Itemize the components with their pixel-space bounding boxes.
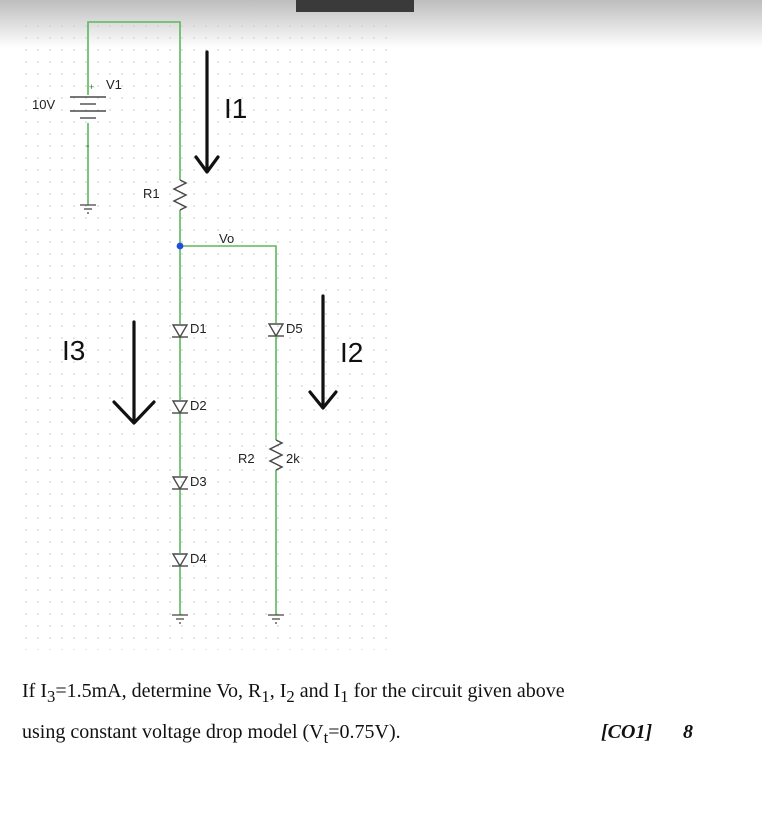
current-i1-arrow <box>194 50 220 174</box>
question-line-1: If I3=1.5mA, determine Vo, R1, I2 and I1… <box>22 680 565 707</box>
source-value-label: 10V <box>32 97 55 112</box>
diode-d2-symbol <box>171 400 189 415</box>
diode-d3-symbol <box>171 476 189 491</box>
diode-d4-symbol <box>171 553 189 568</box>
vo-node-dot <box>176 242 184 250</box>
r2-value-label: 2k <box>286 451 300 466</box>
top-toolbar-tab <box>296 0 414 12</box>
q1-sub-1a: 1 <box>261 687 270 706</box>
q2-text-a: using constant voltage drop model (V <box>22 721 324 743</box>
resistor-r1-symbol <box>172 179 188 211</box>
d1-label: D1 <box>190 321 207 336</box>
source-plus-sign: + <box>89 82 94 92</box>
wires <box>87 21 277 615</box>
schematic-grid <box>20 20 390 650</box>
source-name-label: V1 <box>106 77 122 92</box>
current-i2-arrow <box>308 294 338 410</box>
q1-sub-2: 2 <box>286 687 295 706</box>
q2-text-b: =0.75V). <box>328 721 401 743</box>
diode-d1-symbol <box>171 324 189 339</box>
circuit-schematic: 10V V1 + - R1 Vo D1 D2 D3 D4 D5 R2 2k I1… <box>20 20 390 650</box>
q1-text-a: If I <box>22 680 47 702</box>
q1-text-d: and I <box>294 680 341 702</box>
d3-label: D3 <box>190 474 207 489</box>
vo-node-label: Vo <box>219 231 234 246</box>
course-outcome-tag: [CO1] <box>601 721 653 743</box>
q1-text-e: for the circuit given above <box>348 680 565 702</box>
battery-v1-symbol <box>70 96 106 119</box>
r2-name-label: R2 <box>238 451 255 466</box>
q1-text-b: =1.5mA, determine Vo, R <box>55 680 262 702</box>
q1-sub-1b: 1 <box>340 687 349 706</box>
d5-label: D5 <box>286 321 303 336</box>
current-i1-label: I1 <box>224 93 247 124</box>
q1-sub-3: 3 <box>46 687 56 706</box>
q1-text-c: , I <box>269 680 287 702</box>
d4-label: D4 <box>190 551 207 566</box>
question-line-2: using constant voltage drop model (Vt=0.… <box>22 721 401 748</box>
r1-name-label: R1 <box>143 186 160 201</box>
current-i3-label: I3 <box>62 335 85 366</box>
current-i2-label: I2 <box>340 337 363 368</box>
resistor-r2-symbol <box>268 439 284 471</box>
current-i3-arrow <box>112 320 156 425</box>
diode-d5-symbol <box>267 323 285 338</box>
marks-value: 8 <box>683 721 693 743</box>
q2-sub-t: t <box>323 728 329 747</box>
ground-symbols <box>80 204 284 624</box>
d2-label: D2 <box>190 398 207 413</box>
source-minus-sign: - <box>86 141 89 152</box>
